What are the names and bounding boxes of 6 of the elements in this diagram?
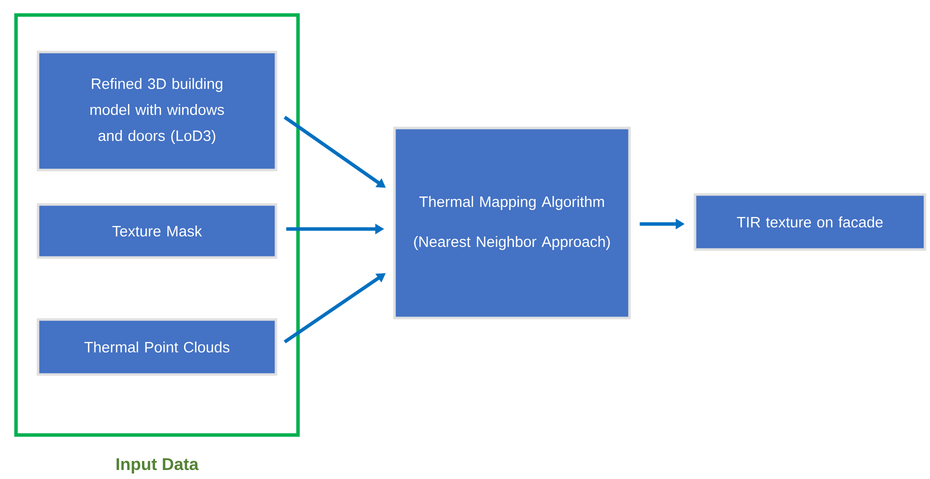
process-box: Thermal Mapping Algorithm (Nearest Neighbor Approach) [393, 126, 631, 320]
process-box: Thermal Point Clouds [36, 318, 278, 376]
process-box: TIR texture on facade [694, 193, 926, 251]
process-box: Refined 3D building model with windows and doors (LoD3) [36, 50, 278, 172]
process-box: Texture Mask [36, 203, 278, 259]
node-label: Input Data [116, 458, 199, 474]
